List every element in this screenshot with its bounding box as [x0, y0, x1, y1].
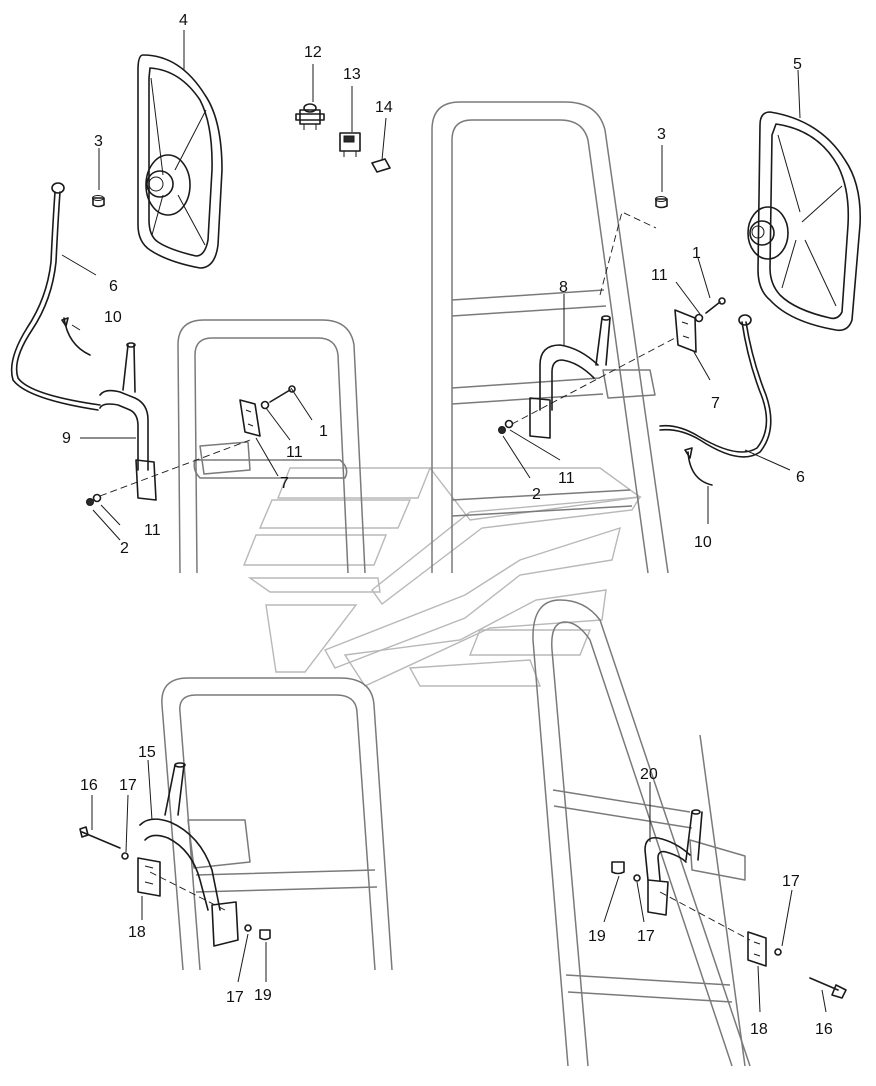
callout-10-right: 10	[694, 534, 712, 551]
callout-19-left: 19	[254, 987, 272, 1004]
alignment-lines	[99, 211, 751, 941]
callout-1-right: 1	[692, 245, 701, 262]
callout-4: 4	[179, 12, 188, 29]
clip-14	[371, 158, 391, 173]
mirror-left	[137, 54, 223, 269]
callout-11-upper-left: 11	[286, 444, 303, 461]
cable-6-right	[659, 314, 772, 458]
ladder-frame-upper-left	[177, 319, 366, 574]
callout-6-right: 6	[796, 469, 805, 486]
callout-5: 5	[793, 56, 802, 73]
callout-3-left: 3	[94, 133, 103, 150]
callout-16-right: 16	[815, 1021, 833, 1038]
callout-2-left: 2	[120, 540, 129, 557]
callout-labels: 1 1 2 2 3 3 4 5 6 6 10 10 7 7 8 9 11 11 …	[62, 12, 833, 1038]
switch-13	[339, 132, 361, 157]
arm-20	[644, 809, 703, 916]
arm-9	[99, 342, 157, 501]
callout-8: 8	[559, 279, 568, 296]
callout-12: 12	[304, 44, 322, 61]
ladder-frame-upper-right	[431, 101, 669, 574]
callout-17-lower-left: 17	[226, 989, 244, 1006]
callout-11-lower-left: 11	[144, 522, 161, 539]
callout-10-left: 10	[104, 309, 122, 326]
ladder-frame-lower-right	[532, 599, 751, 1067]
plate-18-left	[137, 857, 161, 897]
callout-11-upper-right: 11	[651, 267, 668, 284]
bolts-1-11-left	[86, 385, 296, 506]
callout-18-right: 18	[750, 1021, 768, 1038]
plate-18-right	[747, 931, 767, 967]
callout-18-left: 18	[128, 924, 146, 941]
bolts-16-17-19	[79, 826, 847, 999]
plate-7-right	[674, 309, 697, 353]
callout-19-right: 19	[588, 928, 606, 945]
callout-6-left: 6	[109, 278, 118, 295]
callout-16-left: 16	[80, 777, 98, 794]
callout-7-right: 7	[711, 395, 720, 412]
callout-20: 20	[640, 766, 658, 783]
callout-2-right: 2	[532, 486, 541, 503]
cable-10-left	[61, 317, 91, 356]
callout-7-left: 7	[280, 475, 289, 492]
switch-12	[295, 103, 325, 130]
cable-6-left	[10, 182, 101, 411]
callout-17-upper-left: 17	[119, 777, 137, 794]
plate-7-left	[239, 399, 261, 437]
callout-11-lower-right: 11	[558, 470, 575, 487]
callout-1-left: 1	[319, 423, 328, 440]
callout-9: 9	[62, 430, 71, 447]
arm-8	[529, 315, 611, 439]
arm-15	[139, 762, 239, 947]
nut-3-right	[655, 196, 668, 209]
callout-17-middle: 17	[637, 928, 655, 945]
callout-3-right: 3	[657, 126, 666, 143]
bolts-1-11-right	[498, 297, 726, 434]
leader-lines	[61, 30, 827, 1013]
mirror-right	[747, 111, 862, 332]
callout-17-right: 17	[782, 873, 800, 890]
callout-13: 13	[343, 66, 361, 83]
ladder-frame-lower-left	[161, 677, 393, 971]
callout-15: 15	[138, 744, 156, 761]
cable-10-right	[684, 447, 713, 486]
callout-14: 14	[375, 99, 393, 116]
nut-3-left	[92, 195, 105, 208]
watermark-logo	[242, 467, 642, 687]
